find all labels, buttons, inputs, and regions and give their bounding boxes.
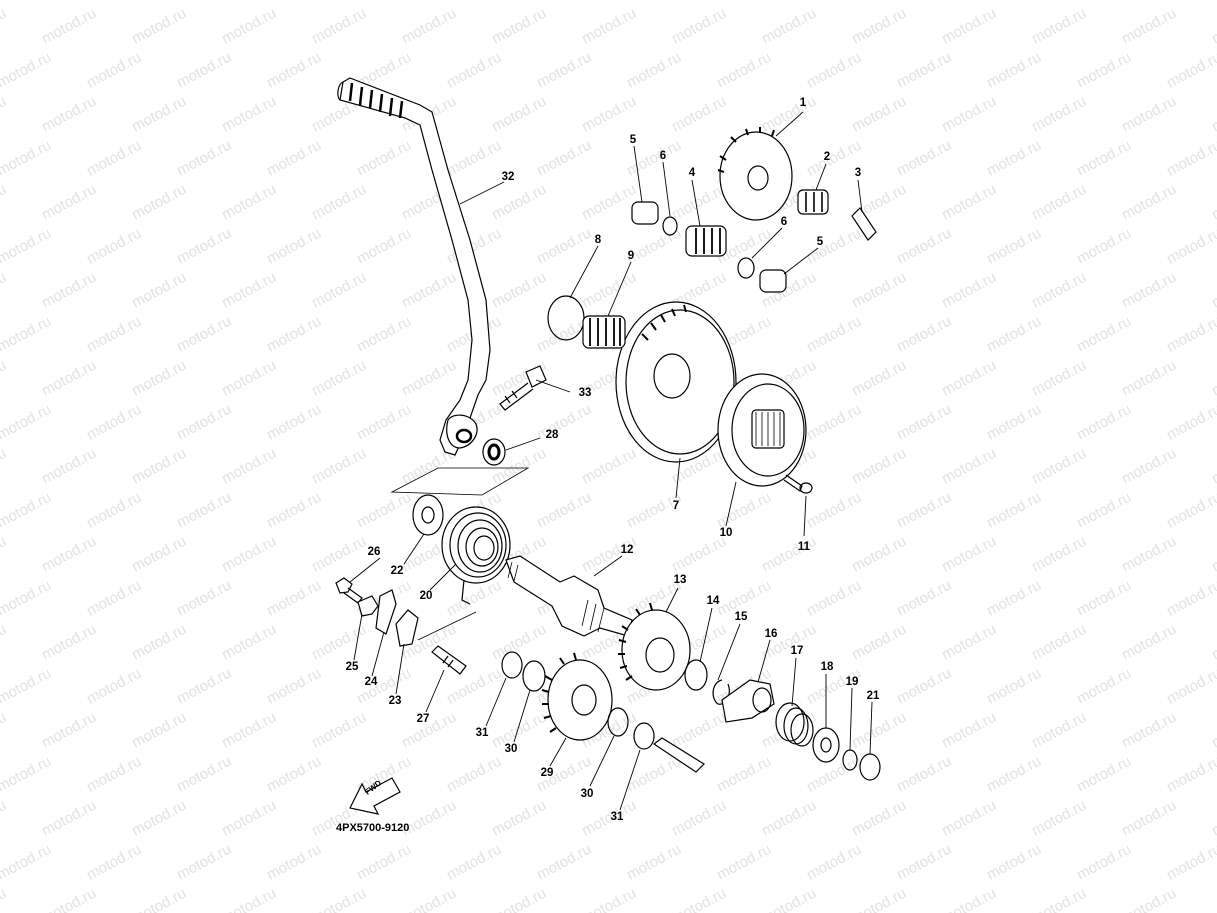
callout-6-right: 6 bbox=[780, 216, 788, 228]
ring-8 bbox=[547, 295, 585, 341]
spring-17 bbox=[775, 702, 814, 747]
guide-16 bbox=[721, 679, 775, 723]
callout-4: 4 bbox=[688, 167, 696, 179]
callout-5-right: 5 bbox=[816, 236, 824, 248]
callout-10: 10 bbox=[719, 527, 733, 539]
bearing-2 bbox=[797, 189, 829, 215]
gear-7 bbox=[615, 301, 737, 463]
clip-19 bbox=[842, 749, 858, 771]
callout-29: 29 bbox=[540, 767, 554, 779]
callout-18: 18 bbox=[820, 661, 834, 673]
washer-22 bbox=[412, 494, 444, 536]
bolt-11 bbox=[783, 474, 813, 494]
washer-18 bbox=[812, 727, 840, 763]
callout-27: 27 bbox=[416, 713, 430, 725]
kick-axle-12 bbox=[505, 555, 633, 637]
callout-26: 26 bbox=[367, 546, 381, 558]
callout-1: 1 bbox=[799, 97, 807, 109]
kick-lever bbox=[337, 77, 491, 456]
bearing-9 bbox=[582, 315, 626, 349]
callout-31-bottom: 31 bbox=[610, 811, 624, 823]
leader-lines bbox=[349, 111, 873, 811]
washer-6b bbox=[737, 257, 755, 279]
circlip-31b bbox=[633, 722, 655, 750]
callout-12: 12 bbox=[620, 544, 634, 556]
callout-17: 17 bbox=[790, 645, 804, 657]
callout-16: 16 bbox=[764, 628, 778, 640]
washer-6a bbox=[662, 216, 678, 236]
fwd-arrow bbox=[349, 777, 401, 815]
plate-24 bbox=[375, 589, 397, 635]
gear-29 bbox=[541, 652, 613, 741]
seal-28 bbox=[482, 438, 506, 466]
callout-19: 19 bbox=[845, 676, 859, 688]
callout-22: 22 bbox=[390, 565, 404, 577]
callout-15: 15 bbox=[734, 611, 748, 623]
callout-20: 20 bbox=[419, 590, 433, 602]
washer-21 bbox=[859, 753, 881, 781]
assembly-guide-line bbox=[390, 467, 530, 496]
pin-3 bbox=[851, 207, 877, 241]
part-code: 4PX5700-9120 bbox=[336, 822, 410, 834]
gear-1 bbox=[717, 127, 793, 221]
pin-27 bbox=[431, 645, 467, 675]
callout-21: 21 bbox=[866, 690, 880, 702]
callout-3: 3 bbox=[854, 167, 862, 179]
callout-31-left: 31 bbox=[475, 727, 489, 739]
callout-9: 9 bbox=[627, 250, 635, 262]
circlip-14 bbox=[684, 659, 708, 691]
callout-8: 8 bbox=[594, 234, 602, 246]
callout-33: 33 bbox=[578, 387, 592, 399]
bolt-33 bbox=[499, 365, 547, 411]
callout-2: 2 bbox=[823, 151, 831, 163]
callout-24: 24 bbox=[364, 676, 378, 688]
shaft-end bbox=[652, 737, 705, 773]
washer-30a bbox=[522, 660, 546, 692]
circlip-31a bbox=[501, 651, 523, 679]
callout-5-top: 5 bbox=[629, 134, 637, 146]
callout-30-bottom: 30 bbox=[580, 788, 594, 800]
callout-30-left: 30 bbox=[504, 743, 518, 755]
gear-13 bbox=[618, 602, 691, 691]
washer-30b bbox=[607, 707, 629, 737]
callout-7: 7 bbox=[672, 500, 680, 512]
spring-20 bbox=[441, 506, 511, 605]
plate-25 bbox=[357, 595, 379, 617]
clutch-10 bbox=[717, 373, 807, 487]
callout-13: 13 bbox=[673, 574, 687, 586]
callout-28: 28 bbox=[545, 429, 559, 441]
lever-grip-ridges bbox=[348, 82, 404, 119]
clip-23 bbox=[395, 609, 419, 647]
callout-32: 32 bbox=[501, 171, 515, 183]
bushing-5b bbox=[759, 269, 787, 293]
callout-23: 23 bbox=[388, 695, 402, 707]
washer-15 bbox=[712, 679, 730, 705]
bushing-5a bbox=[631, 201, 659, 225]
bolt-26 bbox=[335, 577, 363, 604]
callout-25: 25 bbox=[345, 661, 359, 673]
callout-14: 14 bbox=[706, 595, 720, 607]
gear-4 bbox=[685, 225, 727, 257]
callout-11: 11 bbox=[797, 541, 811, 553]
callout-6-top: 6 bbox=[659, 150, 667, 162]
